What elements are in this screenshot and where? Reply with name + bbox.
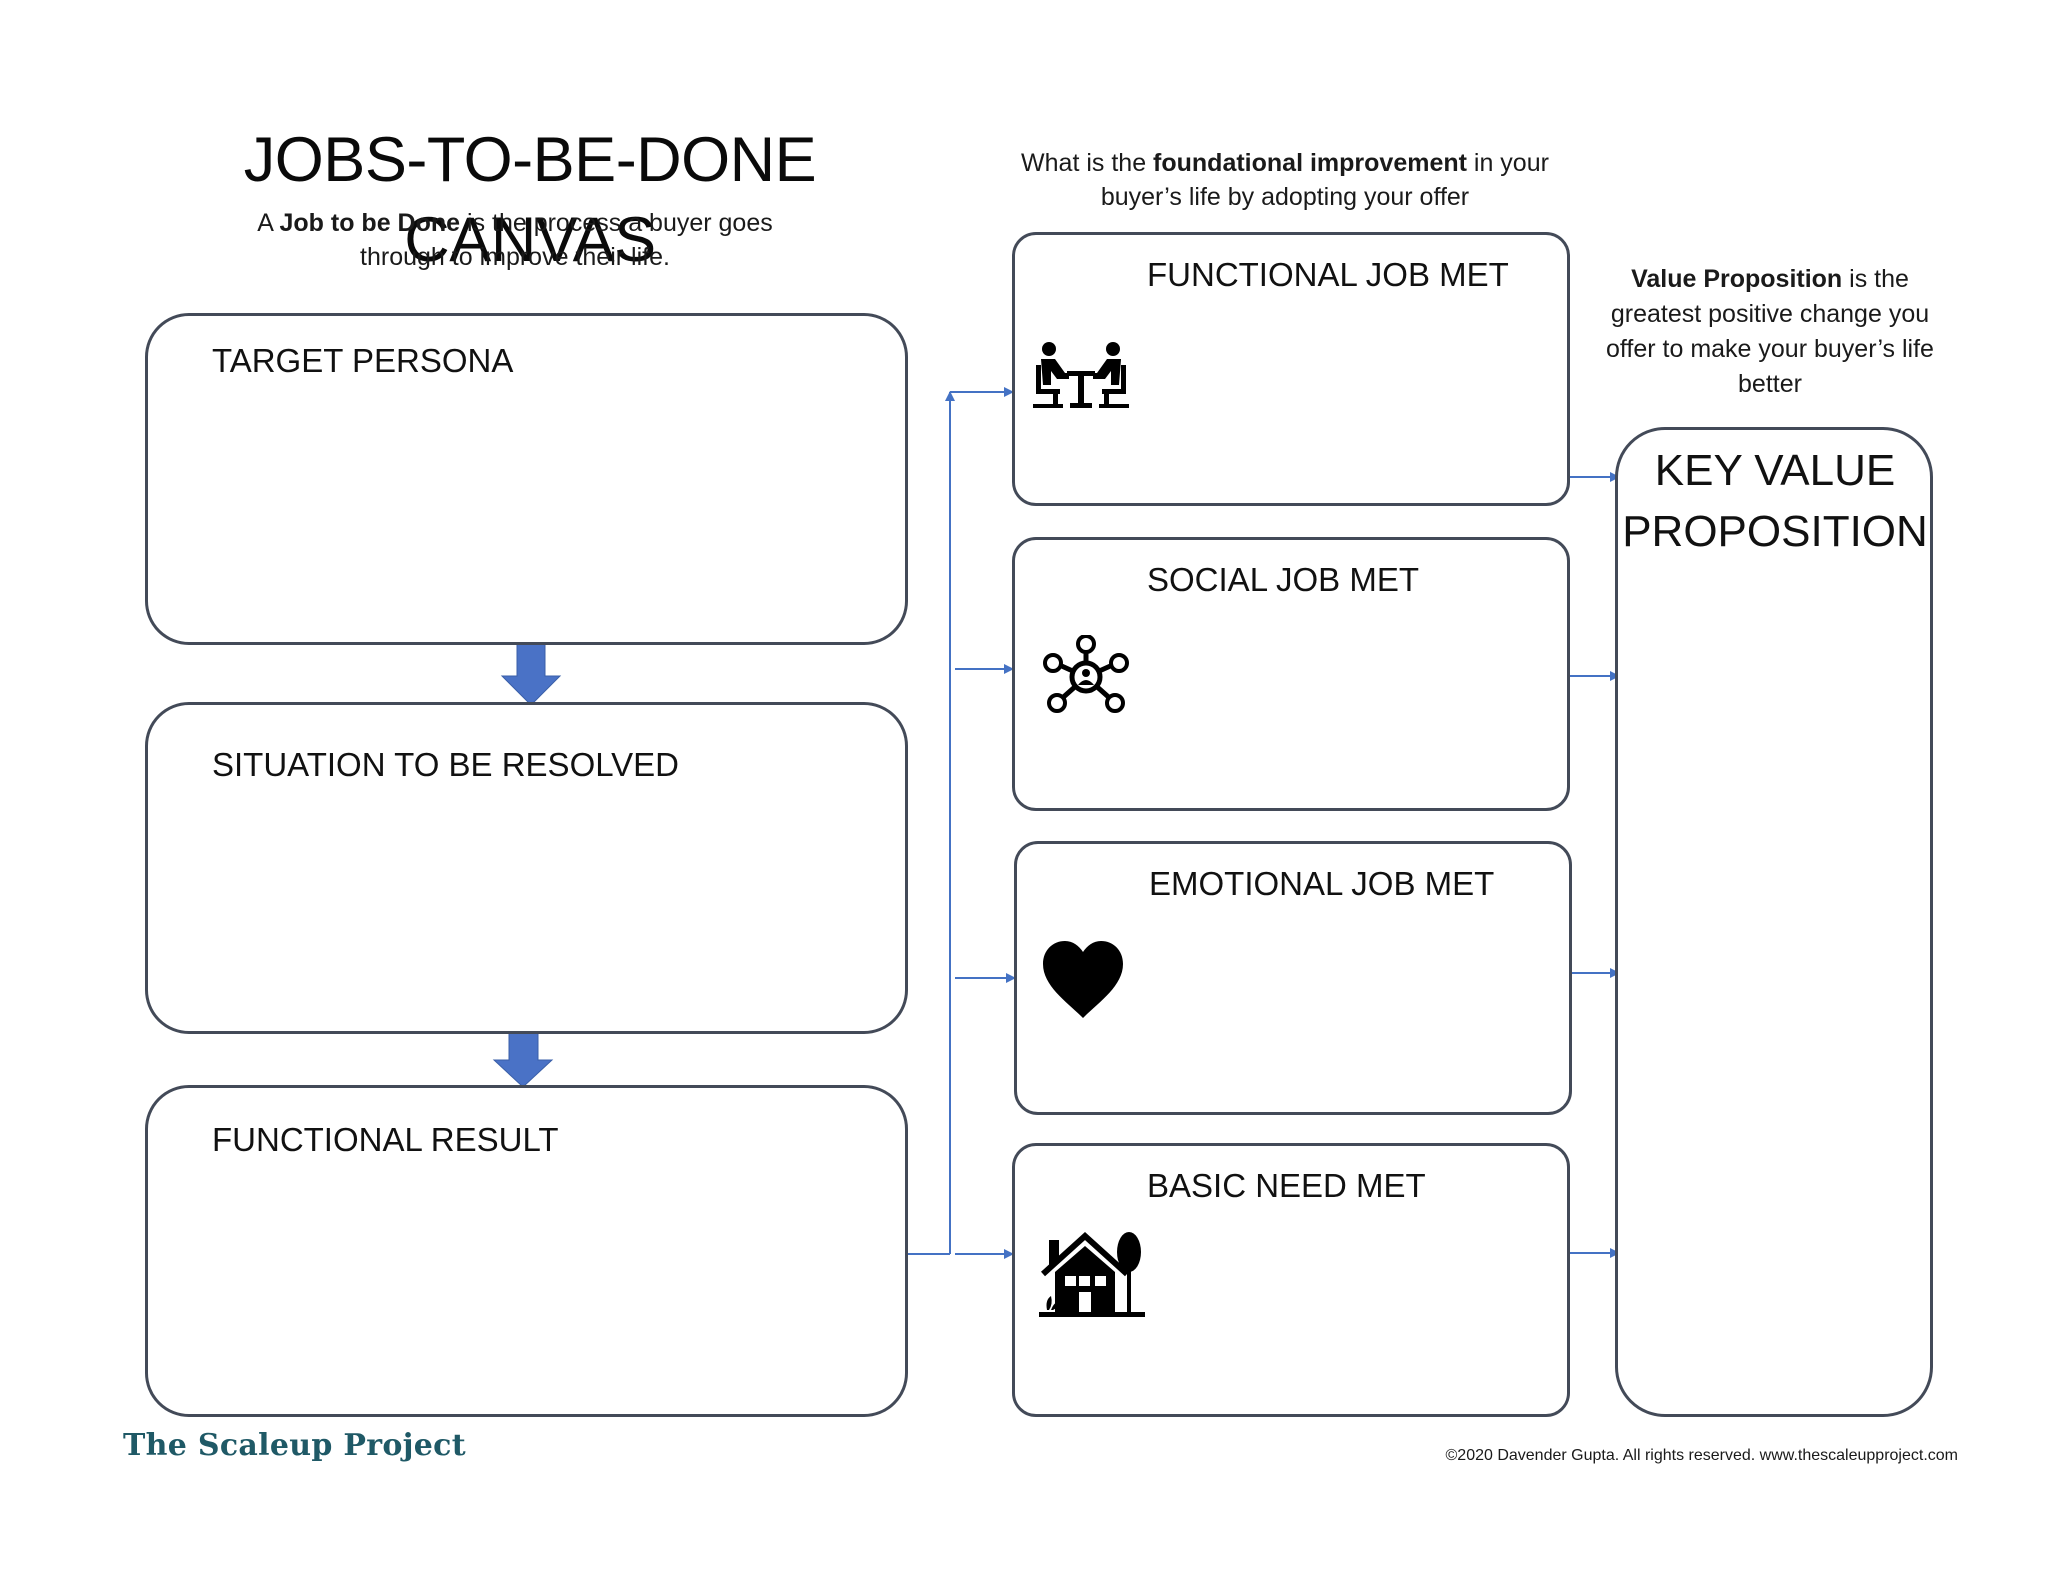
- copyright-text: ©2020 Davender Gupta. All rights reserve…: [1445, 1447, 1959, 1464]
- improvement-bold: foundational improvement: [1153, 149, 1467, 177]
- heart-icon: [1043, 941, 1123, 1018]
- value-note-bold: Value Proposition: [1631, 265, 1843, 293]
- improvement-prefix: What is the: [1021, 149, 1154, 177]
- network-icon: [1043, 635, 1129, 713]
- situation-box[interactable]: SITUATION TO BE RESOLVED: [145, 702, 908, 1034]
- key-value-proposition-label: KEY VALUE PROPOSITION: [1622, 446, 1928, 556]
- definition-prefix: A: [257, 209, 280, 237]
- value-note-suffix: is the greatest positive change you offe…: [1606, 265, 1934, 398]
- situation-label: SITUATION TO BE RESOLVED: [212, 746, 679, 783]
- social-job-box[interactable]: SOCIAL JOB MET: [1012, 537, 1570, 811]
- emotional-job-box[interactable]: EMOTIONAL JOB MET: [1014, 841, 1572, 1115]
- down-arrow-1: [500, 642, 562, 706]
- house-icon: [1039, 1231, 1145, 1317]
- functional-job-box[interactable]: FUNCTIONAL JOB MET: [1012, 232, 1570, 506]
- functional-result-label: FUNCTIONAL RESULT: [212, 1121, 559, 1158]
- basic-need-box[interactable]: BASIC NEED MET: [1012, 1143, 1570, 1417]
- emotional-job-label: EMOTIONAL JOB MET: [1149, 865, 1495, 902]
- target-persona-box[interactable]: TARGET PERSONA: [145, 313, 908, 645]
- down-arrow-2: [492, 1031, 554, 1088]
- key-value-proposition-box[interactable]: [1615, 427, 1933, 1417]
- value-proposition-note: Value Proposition is the greatest positi…: [1600, 262, 1940, 402]
- improvement-note: What is the foundational improvement in …: [980, 146, 1590, 214]
- functional-result-box[interactable]: FUNCTIONAL RESULT: [145, 1085, 908, 1417]
- jtbd-definition: A Job to be Done is the process a buyer …: [240, 206, 790, 274]
- target-persona-label: TARGET PERSONA: [212, 342, 514, 379]
- page-title: JOBS-TO-BE-DONE CANVAS: [243, 125, 817, 275]
- scaleup-project-logo: The Scaleup Project: [123, 1428, 466, 1463]
- social-job-label: SOCIAL JOB MET: [1147, 561, 1419, 598]
- improvement-suffix: in your buyer’s life by adopting your of…: [1100, 149, 1549, 211]
- basic-need-label: BASIC NEED MET: [1147, 1167, 1426, 1204]
- definition-bold: Job to be Done: [279, 209, 461, 237]
- definition-suffix: is the process a buyer goes through to i…: [360, 209, 773, 271]
- meeting-icon: [1033, 342, 1129, 408]
- functional-job-label: FUNCTIONAL JOB MET: [1147, 256, 1509, 293]
